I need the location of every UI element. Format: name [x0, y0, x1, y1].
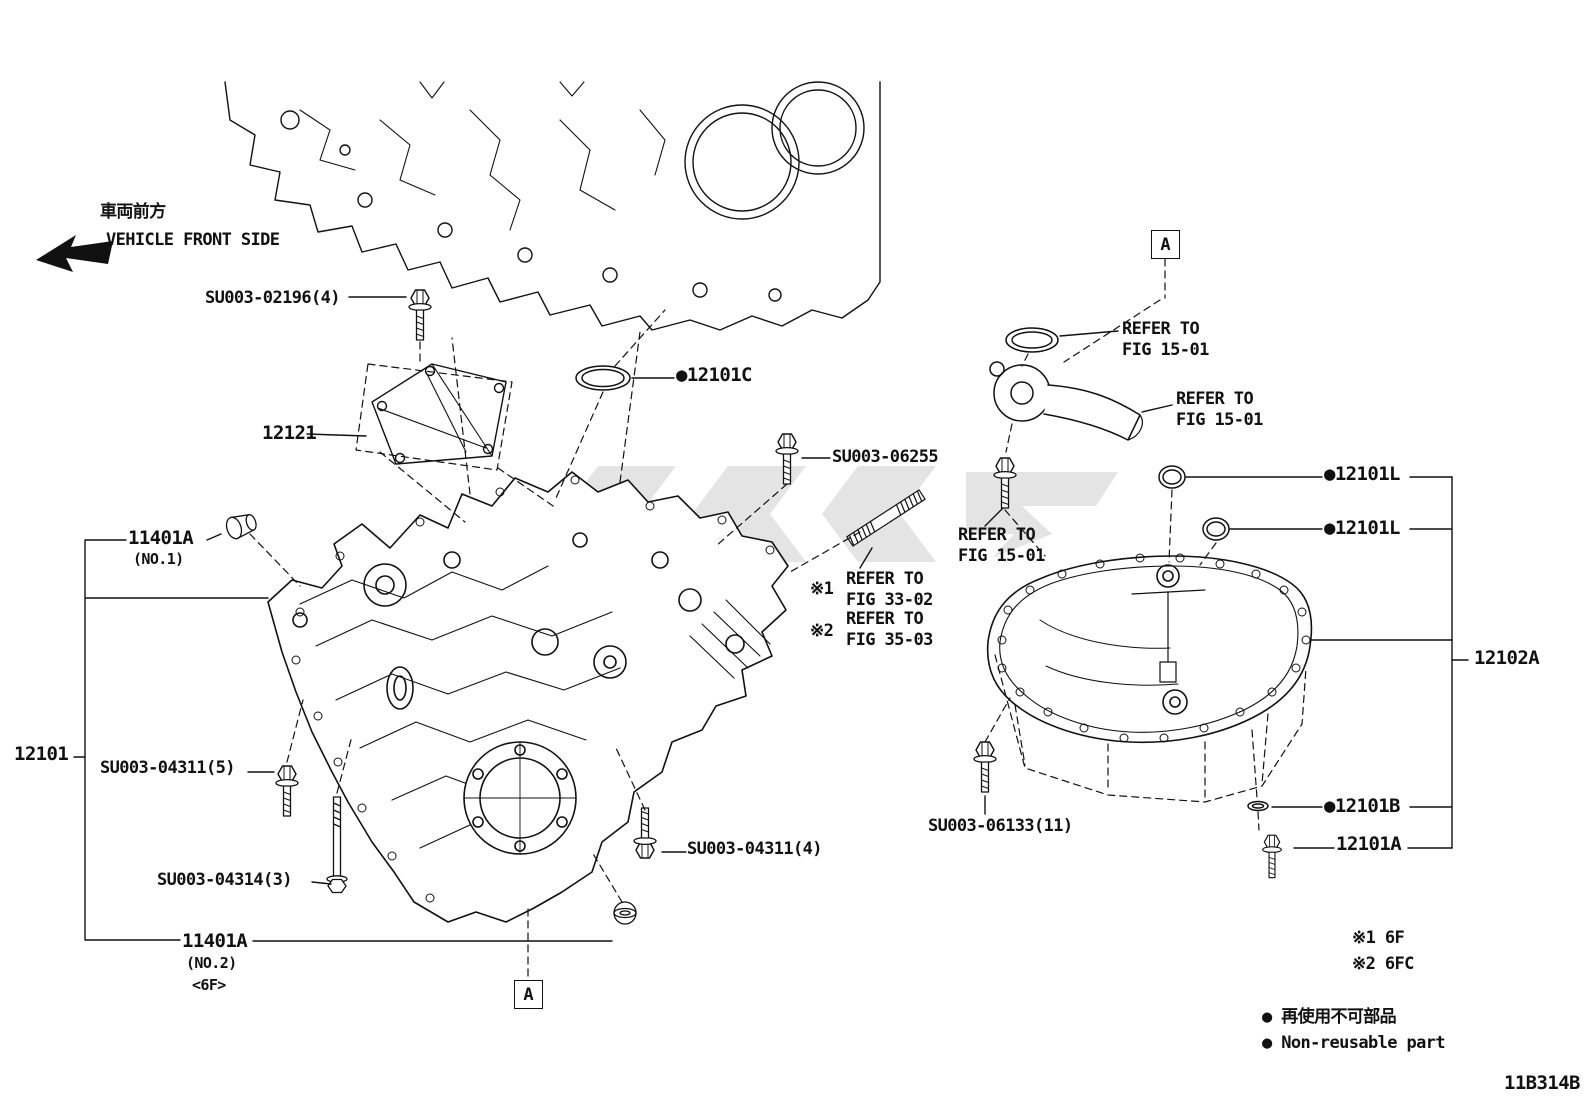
callout-11401a-no2-sub: (NO.2) [186, 954, 237, 972]
view-a-box-bottom: A [514, 980, 543, 1009]
callout-11401a-no1-sub: (NO.1) [133, 550, 184, 568]
callout-12101l-2: ●12101L [1324, 517, 1400, 539]
refer-fig-15-01-mid-line2: FIG 15-01 [1176, 410, 1263, 430]
oil-pan-lower-drawing [986, 553, 1313, 744]
callout-11401a-no2-6f: <6F> [192, 976, 226, 994]
note-6fc: ※2 6FC [1352, 954, 1414, 974]
callout-su003-02196: SU003-02196(4) [205, 288, 340, 308]
refer-fig-35-03-line2: FIG 35-03 [846, 630, 933, 650]
leader-lines [73, 296, 1469, 942]
gasket-12101b [1247, 800, 1269, 812]
vehicle-front-label-jp: 車両前方 [100, 202, 166, 222]
o-ring-12101c [575, 365, 631, 391]
o-ring-12101l-1 [1158, 465, 1186, 489]
plug-11401a-2 [613, 901, 637, 925]
vehicle-front-arrow-icon [36, 235, 113, 272]
callout-12101b: ●12101B [1324, 795, 1400, 817]
oil-pan-upper-drawing [267, 471, 789, 923]
engine-block-drawing [224, 81, 881, 331]
callout-12102a: 12102A [1474, 647, 1540, 669]
callout-12121: 12121 [262, 422, 317, 444]
callout-su003-04311-5: SU003-04311(5) [100, 758, 235, 778]
refer-fig-33-02-line1: REFER TO [846, 569, 924, 589]
sheet-code: 11B314B [1504, 1072, 1580, 1094]
callout-12101a: 12101A [1336, 833, 1402, 855]
callout-11401a-no2: 11401A [182, 930, 248, 952]
remark-1-symbol: ※1 [810, 579, 834, 599]
note-6f: ※1 6F [1352, 928, 1405, 948]
callout-su003-06133: SU003-06133(11) [928, 816, 1073, 836]
refer-fig-15-01-stud-line1: REFER TO [958, 525, 1036, 545]
oil-strainer-drawing [989, 327, 1143, 441]
refer-fig-33-02-line2: FIG 33-02 [846, 590, 933, 610]
refer-fig-15-01-mid-line1: REFER TO [1176, 389, 1254, 409]
callout-11401a-no1: 11401A [128, 527, 194, 549]
callout-su003-04314-3: SU003-04314(3) [157, 870, 292, 890]
long-bolt [326, 796, 348, 894]
legend-non-reusable-en: ● Non-reusable part [1262, 1033, 1446, 1053]
plug-11401a-1 [225, 514, 257, 540]
stud-bolt [846, 489, 926, 547]
vehicle-front-label-en: VEHICLE FRONT SIDE [106, 230, 280, 250]
callout-su003-06255: SU003-06255 [832, 447, 939, 467]
refer-fig-15-01-top-line2: FIG 15-01 [1122, 340, 1209, 360]
remark-2-symbol: ※2 [810, 621, 834, 641]
legend-non-reusable-jp: ● 再使用不可部品 [1262, 1007, 1397, 1027]
callout-su003-04311-4: SU003-04311(4) [687, 839, 822, 859]
construction-lines [249, 258, 1307, 977]
o-ring-12101l-2 [1202, 517, 1230, 541]
fasteners [225, 289, 1282, 925]
callout-12101: 12101 [14, 743, 69, 765]
baffle-plate-drawing [371, 363, 507, 465]
refer-fig-35-03-line1: REFER TO [846, 609, 924, 629]
callout-12101c: ●12101C [676, 364, 752, 386]
refer-fig-15-01-top-line1: REFER TO [1122, 319, 1200, 339]
callout-12101l-1: ●12101L [1324, 463, 1400, 485]
view-a-box-top: A [1151, 230, 1180, 259]
refer-fig-15-01-stud-line2: FIG 15-01 [958, 546, 1045, 566]
